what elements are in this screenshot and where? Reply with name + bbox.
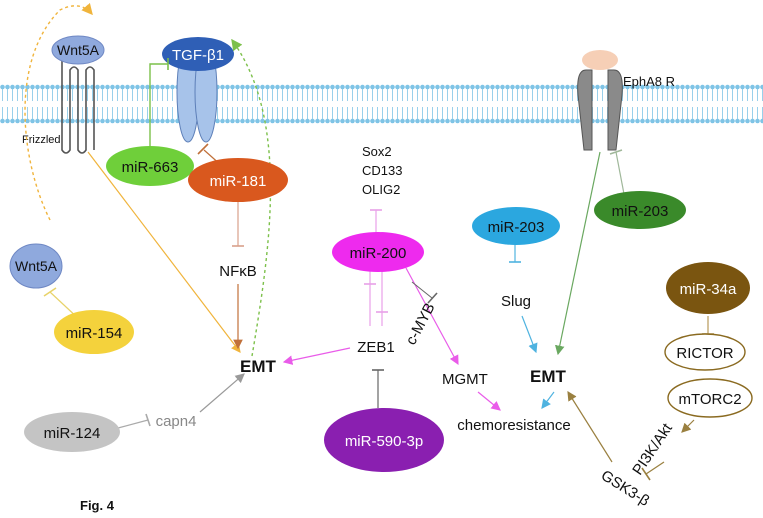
zeb1-emt-arrow: [282, 347, 351, 365]
epha8-receptor-left: [577, 69, 593, 151]
wnt5a-left-ellipse: [9, 243, 63, 289]
mir200-label: miR-200: [350, 245, 407, 262]
epha8-label: EphA8 R: [623, 74, 675, 89]
rictor-ellipse: [664, 333, 746, 371]
wnt5a-top-label: Wnt5A: [57, 42, 100, 58]
emt-left-label: EMT: [240, 357, 277, 376]
cmyb-label: c-MYB: [403, 300, 439, 348]
mir34a-label: miR-34a: [680, 281, 737, 298]
gsk3b-emt-arrow: [567, 390, 613, 463]
mir203-green-ellipse: [594, 191, 686, 229]
emt-right-label: EMT: [530, 367, 567, 386]
tgfb1-label: TGF-β1: [172, 47, 224, 64]
mtorc2-ellipse: [667, 378, 753, 418]
mir663-ellipse: [106, 146, 194, 186]
frizzled-emt-arrow: [87, 151, 241, 353]
mir154-ellipse: [54, 310, 134, 354]
mir181-label: miR-181: [210, 173, 267, 190]
mir34a-ellipse: [666, 262, 750, 314]
zeb1-label: ZEB1: [357, 339, 395, 356]
epha8-receptor-right: [607, 69, 623, 151]
mir590-ellipse: [324, 408, 444, 472]
figure-caption: Fig. 4: [80, 498, 115, 513]
cd133-label: CD133: [362, 163, 402, 178]
chemoresistance-label: chemoresistance: [457, 417, 570, 434]
cell-membrane: [0, 84, 763, 124]
epha8-ligand: [582, 50, 618, 70]
emt-chemo-arrow: [541, 391, 555, 409]
mir590-label: miR-590-3p: [345, 433, 423, 450]
slug-emt-arrow: [521, 315, 538, 354]
nfkb-label: NFκB: [219, 263, 257, 280]
sox2-label: Sox2: [362, 144, 392, 159]
slug-label: Slug: [501, 293, 531, 310]
mir200-ellipse: [332, 232, 424, 272]
epha8-emt-arrow: [555, 151, 601, 356]
mir154-label: miR-154: [66, 325, 123, 342]
capn4-emt-arrow: [199, 373, 245, 413]
mir203-blue-label: miR-203: [488, 219, 545, 236]
mir663-label: miR-663: [122, 159, 179, 176]
mir203-blue-ellipse: [472, 207, 560, 245]
mgmt-label: MGMT: [442, 371, 488, 388]
capn4-label: capn4: [156, 413, 197, 430]
frizzled-label: Frizzled: [22, 134, 61, 146]
mir181-ellipse: [188, 158, 288, 202]
mgmt-chemo-arrow: [477, 391, 501, 411]
olig2-label: OLIG2: [362, 182, 400, 197]
wnt5a-top-ligand: [51, 35, 105, 65]
mir203-green-label: miR-203: [612, 203, 669, 220]
frizzled-receptor: [61, 58, 95, 154]
rictor-label: RICTOR: [676, 345, 733, 362]
wnt5a-left-label: Wnt5A: [15, 258, 58, 274]
mir124-label: miR-124: [44, 425, 101, 442]
tgfb1-ligand: [162, 37, 234, 71]
mtorc2-label: mTORC2: [678, 391, 741, 408]
mir124-ellipse: [24, 412, 120, 452]
mir663-inhibit-line: [149, 63, 168, 146]
wnt5a-secretion-arrow: [24, 2, 93, 221]
